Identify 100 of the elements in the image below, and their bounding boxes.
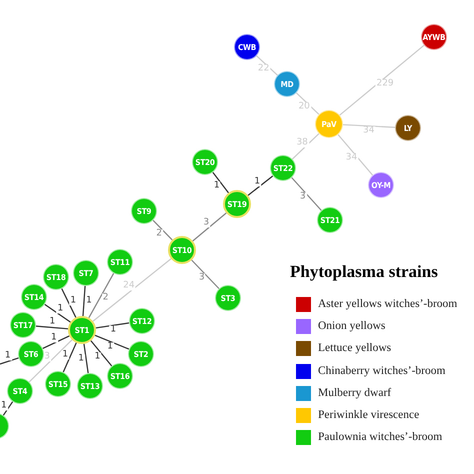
node-label: ST7: [78, 268, 94, 278]
strain-circle: [395, 115, 421, 141]
legend-text: Paulownia witches’-broom: [318, 431, 442, 444]
node-label: ST2: [134, 350, 148, 358]
node-label: ST15: [48, 380, 68, 388]
strain-circle: [223, 190, 251, 218]
edge-label: 1: [253, 177, 262, 186]
node-label: ST1: [74, 326, 90, 334]
node-label: ST11: [110, 258, 130, 266]
strain-circle: [234, 34, 260, 60]
strain-circle: [10, 312, 36, 338]
legend-text: Mulberry dwarf: [318, 386, 392, 399]
node-label: MD: [280, 80, 294, 88]
edge-label: 1: [4, 352, 12, 361]
connector-line: [90, 340, 112, 366]
strain-circle: [274, 71, 300, 97]
node-label: ST6: [24, 350, 38, 358]
strain-circle: [215, 285, 241, 311]
strain-circle: [192, 149, 218, 175]
connector-line: [36, 326, 68, 330]
strain-circle: [128, 341, 154, 367]
strain-circle: [315, 110, 343, 138]
node-label: CWB: [238, 42, 256, 52]
node-label: ST22: [273, 164, 293, 172]
edge-label: 2: [155, 229, 163, 238]
legend-text: Chinaberry witches’-broom: [318, 364, 446, 377]
node-label: ST18: [46, 272, 66, 282]
connector-line: [82, 286, 86, 316]
strain-circle: [18, 341, 44, 367]
legend-text: Aster yellows witches’-broom: [318, 298, 458, 310]
connector-line: [94, 334, 130, 350]
strain-circle: [77, 373, 103, 399]
legend-text: Onion yellows: [318, 320, 386, 332]
edge-label: 1: [69, 296, 78, 306]
legend-text: Periwinkle virescence: [318, 409, 420, 421]
connector-line: [212, 172, 229, 194]
connector-line: [339, 44, 424, 116]
strain-circle: [43, 264, 69, 290]
node-label: LY: [404, 124, 412, 132]
connector-line: [83, 344, 89, 374]
node-label: AYWB: [422, 32, 446, 42]
node-label: ST12: [132, 316, 152, 326]
strain-circle: [21, 284, 47, 310]
node-label: ST17: [13, 320, 33, 330]
connector-line: [152, 220, 173, 240]
connector-line: [256, 55, 278, 76]
strain-circle: [168, 236, 196, 264]
connector-line: [192, 212, 227, 242]
edge-label: 3: [202, 218, 210, 228]
strain-circle: [368, 172, 394, 198]
edge-label: 1: [61, 350, 70, 360]
connector-line: [44, 304, 71, 323]
connector-line: [96, 322, 130, 329]
node-label: ST19: [227, 200, 247, 208]
connector-line: [296, 92, 320, 115]
connector-line: [292, 133, 320, 160]
strain-circle: [45, 371, 71, 397]
connector-line: [28, 339, 72, 382]
strain-circle: [131, 198, 157, 224]
connector-line: [92, 258, 172, 322]
connector-line: [88, 273, 114, 318]
connector-line: [0, 357, 19, 365]
connector-line: [191, 260, 220, 290]
node-label: ST16: [110, 372, 130, 380]
strain-circle: [107, 363, 133, 389]
node-label: ST13: [80, 382, 100, 390]
strain-circle: [7, 378, 33, 404]
node-label: ST9: [136, 206, 152, 216]
legend-title: Phytoplasma strains: [290, 262, 438, 282]
edge-label: 2: [102, 294, 110, 302]
edge-label: 1: [50, 333, 58, 342]
connector-line: [342, 124, 396, 128]
edge-label: 1: [212, 181, 221, 190]
node-label: ST20: [195, 158, 215, 166]
connector-line: [62, 342, 77, 372]
strain-circle: [317, 207, 343, 233]
legend-text: Lettuce yellows: [318, 342, 392, 354]
edge-label: 1: [56, 304, 64, 314]
strain-circle: [129, 308, 155, 334]
edge-label: 3: [198, 273, 206, 282]
connector-line: [2, 401, 14, 416]
node-label: PaV: [322, 120, 336, 128]
strain-circle: [421, 24, 447, 50]
node-label: ST10: [172, 246, 192, 254]
connector-line: [338, 134, 374, 176]
edge-label: 1: [94, 352, 102, 362]
node-label: OY-M: [371, 180, 391, 190]
edge-label: 1: [0, 401, 8, 410]
strain-circle: [73, 260, 99, 286]
strain-circle: [270, 155, 296, 181]
connector-line: [248, 176, 274, 196]
edge-label: 3: [298, 192, 307, 202]
strain-circle: [68, 316, 96, 344]
node-label: ST21: [320, 216, 340, 224]
connector-line: [291, 177, 322, 211]
edge-label: 1: [106, 342, 114, 352]
strain-circle: [107, 249, 133, 275]
node-label: ST4: [12, 386, 28, 396]
connector-line: [42, 335, 70, 349]
node-label: ST3: [220, 294, 236, 302]
